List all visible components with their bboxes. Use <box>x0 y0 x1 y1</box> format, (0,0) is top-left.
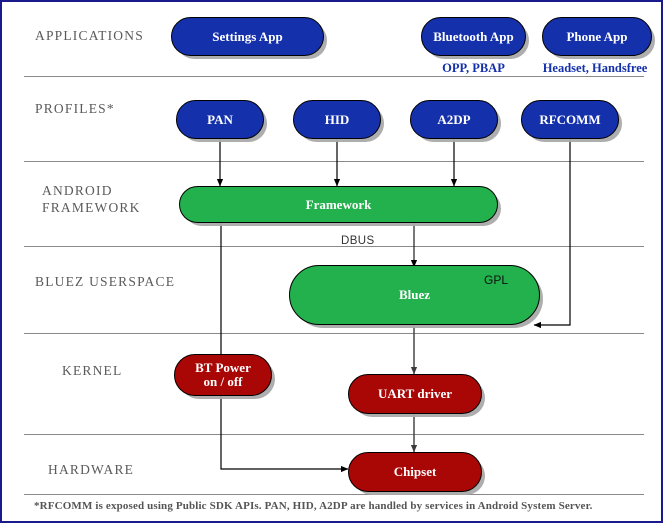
node-bt-power[interactable]: BT Power on / off <box>174 354 272 396</box>
node-uart-driver[interactable]: UART driver <box>348 374 482 414</box>
layer-label-profiles: PROFILES* <box>35 101 115 116</box>
divider-profiles-framework <box>24 161 644 162</box>
layer-label-applications: APPLICATIONS <box>35 28 144 43</box>
caption-phone-app-profiles: Headset, Handsfree <box>542 61 648 75</box>
node-settings-app[interactable]: Settings App <box>171 17 324 56</box>
layer-label-bluez-userspace: BLUEZ USERSPACE <box>35 274 176 289</box>
layer-label-hardware: HARDWARE <box>48 462 135 477</box>
node-profile-rfcomm[interactable]: RFCOMM <box>521 100 619 139</box>
layer-label-kernel: KERNEL <box>62 363 123 378</box>
divider-applications-profiles <box>24 76 644 77</box>
edge-label-dbus: DBUS <box>341 235 375 247</box>
node-framework[interactable]: Framework <box>179 186 498 223</box>
divider-framework-userspace <box>24 246 644 247</box>
node-bluetooth-app[interactable]: Bluetooth App <box>421 17 526 56</box>
node-profile-hid[interactable]: HID <box>293 100 381 139</box>
caption-bluetooth-app-profiles: OPP, PBAP <box>442 61 505 75</box>
node-profile-a2dp[interactable]: A2DP <box>410 100 498 139</box>
divider-hardware-footnote <box>24 494 644 495</box>
label-gpl: GPL <box>484 273 509 287</box>
divider-userspace-kernel <box>24 333 644 334</box>
footnote-text: *RFCOMM is exposed using Public SDK APIs… <box>34 500 593 512</box>
node-bt-power-label: BT Power on / off <box>195 360 251 389</box>
node-profile-pan[interactable]: PAN <box>176 100 264 139</box>
layer-label-android-framework: ANDROID FRAMEWORK <box>42 183 141 215</box>
node-chipset[interactable]: Chipset <box>348 452 482 492</box>
node-phone-app[interactable]: Phone App <box>542 17 652 56</box>
divider-kernel-hardware <box>24 434 644 435</box>
